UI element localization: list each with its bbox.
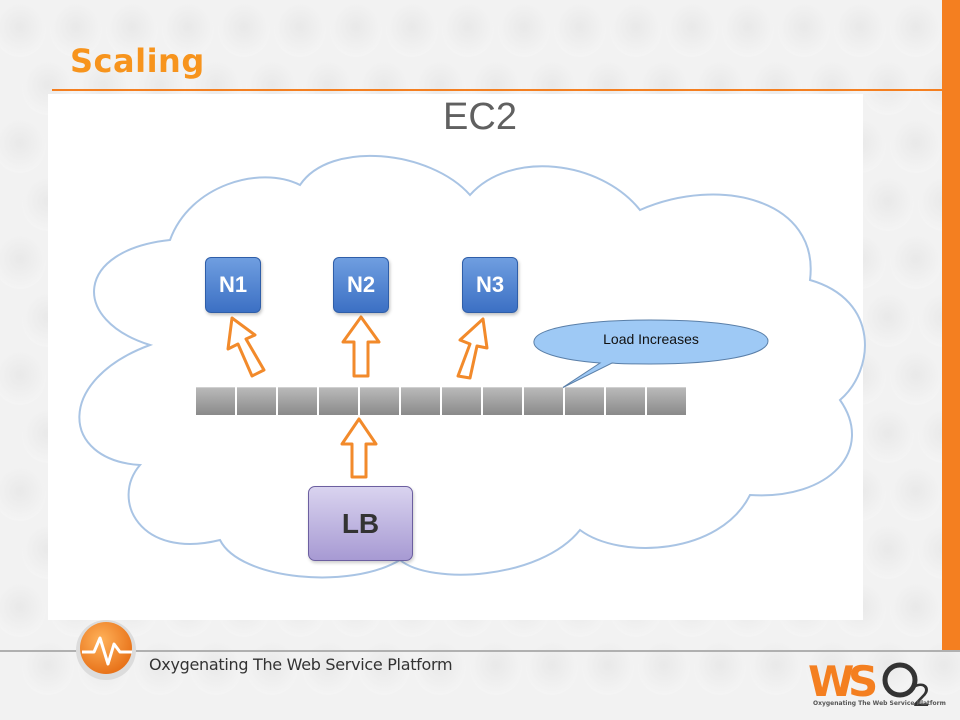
background-bubble (806, 641, 858, 695)
background-bubble (330, 3, 382, 57)
load-balancer-box: LB (308, 486, 413, 561)
background-bubble (0, 467, 46, 521)
background-bubble (918, 641, 960, 695)
callout-text: Load Increases (603, 331, 699, 347)
background-bubble (274, 3, 326, 57)
background-bubble (358, 641, 410, 695)
background-bubble (862, 525, 914, 579)
background-bubble (526, 641, 578, 695)
request-queue (196, 387, 688, 415)
queue-cell (319, 387, 358, 415)
background-bubble (554, 3, 606, 57)
queue-cell (278, 387, 317, 415)
background-bubble (722, 3, 774, 57)
background-bubble (246, 641, 298, 695)
queue-cell (524, 387, 563, 415)
node-n1: N1 (205, 257, 261, 313)
background-bubble (106, 3, 158, 57)
background-bubble (694, 641, 746, 695)
background-bubble (162, 3, 214, 57)
background-bubble (498, 3, 550, 57)
background-bubble (890, 119, 942, 173)
background-bubble (834, 3, 886, 57)
queue-cell (442, 387, 481, 415)
background-bubble (0, 119, 46, 173)
background-bubble (890, 351, 942, 405)
queue-cell (196, 387, 235, 415)
wso2-logo-two: 2 (912, 679, 931, 710)
background-bubble (582, 641, 634, 695)
background-bubble (442, 3, 494, 57)
arrow-queue-to-n1 (226, 316, 266, 378)
queue-cell (401, 387, 440, 415)
background-bubble (862, 293, 914, 347)
footer-divider (0, 650, 960, 652)
background-bubble (890, 583, 942, 637)
background-bubble (0, 583, 46, 637)
arrow-queue-to-n3 (456, 317, 489, 380)
background-bubble (190, 641, 242, 695)
wso2-logo-w: W (808, 657, 854, 706)
right-accent-bar (942, 0, 960, 652)
background-bubble (862, 61, 914, 115)
background-bubble (414, 641, 466, 695)
background-bubble (862, 409, 914, 463)
title-underline (52, 89, 942, 91)
node-n2: N2 (333, 257, 389, 313)
background-bubble (778, 3, 830, 57)
pulse-logo-icon (76, 620, 136, 680)
background-bubble (610, 3, 662, 57)
queue-cell (565, 387, 604, 415)
queue-cell (606, 387, 645, 415)
arrow-queue-to-n2 (341, 315, 381, 378)
background-bubble (890, 3, 942, 57)
arrow-lb-to-queue (340, 417, 378, 479)
background-bubble (22, 641, 74, 695)
background-bubble (750, 641, 802, 695)
queue-cell (360, 387, 399, 415)
background-bubble (666, 3, 718, 57)
wso2-logo-o: O (808, 652, 809, 653)
background-bubble (50, 3, 102, 57)
wso2-logo: W S O 2 (808, 652, 931, 710)
slide-title: Scaling (70, 42, 205, 80)
node-n3: N3 (462, 257, 518, 313)
background-bubble (218, 3, 270, 57)
ec2-title: EC2 (443, 96, 517, 138)
background-bubble (0, 235, 46, 289)
background-bubble (638, 641, 690, 695)
background-bubble (386, 3, 438, 57)
background-bubble (0, 351, 46, 405)
footer-tagline: Oxygenating The Web Service Platform (149, 655, 453, 674)
background-bubble (890, 467, 942, 521)
queue-cell (237, 387, 276, 415)
callout-bubble (533, 319, 769, 389)
queue-cell (483, 387, 522, 415)
background-bubble (862, 177, 914, 231)
wso2-logo-s: S (848, 657, 878, 706)
background-bubble (134, 641, 186, 695)
background-bubble (302, 641, 354, 695)
background-bubble (470, 641, 522, 695)
background-bubble (890, 235, 942, 289)
wso2-logo-subtitle: Oxygenating The Web Service Platform (813, 700, 946, 707)
queue-cell (647, 387, 686, 415)
background-bubble (0, 3, 46, 57)
